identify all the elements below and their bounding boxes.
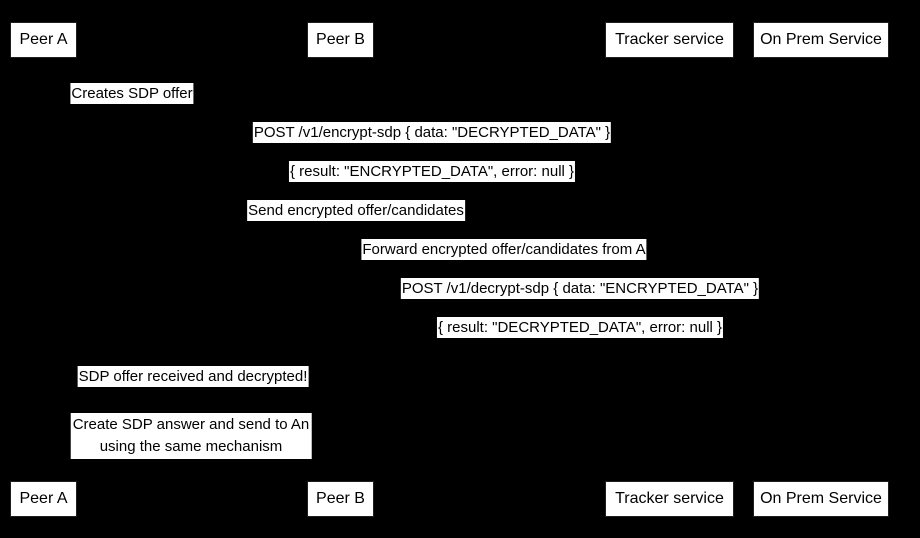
arrowhead-m6 bbox=[812, 268, 821, 278]
arrow-m4 bbox=[43, 195, 669, 196]
arrowhead-m5 bbox=[340, 229, 349, 239]
participant-box-on-prem-service-top[interactable]: On Prem Service bbox=[753, 22, 889, 58]
message-label-create-sdp-answer: Create SDP answer and send to An using t… bbox=[70, 413, 312, 459]
participant-box-peer-a-top[interactable]: Peer A bbox=[10, 22, 77, 58]
arrowhead-m7 bbox=[340, 307, 349, 317]
participant-label-peer-a-bottom: Peer A bbox=[19, 490, 68, 507]
arrowhead-m8 bbox=[43, 356, 52, 366]
participant-box-peer-a-bottom[interactable]: Peer A bbox=[10, 481, 77, 517]
participant-label-peer-b-top: Peer B bbox=[316, 31, 365, 48]
message-label-post-encrypt-sdp: POST /v1/encrypt-sdp { data: "DECRYPTED_… bbox=[252, 122, 612, 143]
arrow-m3 bbox=[43, 156, 821, 157]
message-label-sdp-offer-received: SDP offer received and decrypted! bbox=[77, 366, 309, 387]
arrow-m5 bbox=[340, 234, 669, 235]
message-label-decrypted-data-result: { result: "DECRYPTED_DATA", error: null … bbox=[436, 317, 724, 338]
arrowhead-m9 bbox=[331, 450, 340, 460]
participant-box-on-prem-service-bottom[interactable]: On Prem Service bbox=[753, 481, 889, 517]
arrowhead-m3 bbox=[43, 151, 52, 161]
participant-box-tracker-service-bottom[interactable]: Tracker service bbox=[605, 481, 734, 517]
message-label-post-decrypt-sdp: POST /v1/decrypt-sdp { data: "ENCRYPTED_… bbox=[400, 278, 760, 299]
lifeline-on-prem-service bbox=[821, 58, 822, 481]
message-label-send-encrypted-offer: Send encrypted offer/candidates bbox=[247, 200, 465, 221]
arrowhead-m4 bbox=[660, 190, 669, 200]
arrowhead-m1 bbox=[43, 73, 52, 83]
participant-label-peer-a-top: Peer A bbox=[19, 31, 68, 48]
arrowhead-m2 bbox=[812, 112, 821, 122]
arrow-m8 bbox=[43, 361, 340, 362]
arrow-m7 bbox=[340, 312, 821, 313]
participant-label-on-prem-service-top: On Prem Service bbox=[760, 31, 882, 48]
participant-box-peer-b-top[interactable]: Peer B bbox=[307, 22, 374, 58]
participant-label-tracker-service-top: Tracker service bbox=[615, 31, 724, 48]
participant-label-tracker-service-bottom: Tracker service bbox=[615, 490, 724, 507]
arrow-m6 bbox=[340, 273, 821, 274]
participant-box-tracker-service-top[interactable]: Tracker service bbox=[605, 22, 734, 58]
message-label-creates-sdp-offer: Creates SDP offer bbox=[70, 83, 194, 104]
lifeline-tracker-service bbox=[669, 58, 670, 481]
message-label-forward-encrypted-offer: Forward encrypted offer/candidates from … bbox=[361, 239, 647, 260]
participant-label-on-prem-service-bottom: On Prem Service bbox=[760, 490, 882, 507]
lifeline-peer-a bbox=[43, 58, 44, 481]
arrow-m2 bbox=[43, 117, 821, 118]
arrow-m1 bbox=[43, 78, 132, 79]
lifeline-peer-b bbox=[340, 58, 341, 481]
participant-box-peer-b-bottom[interactable]: Peer B bbox=[307, 481, 374, 517]
participant-label-peer-b-bottom: Peer B bbox=[316, 490, 365, 507]
message-label-encrypted-data-result: { result: "ENCRYPTED_DATA", error: null … bbox=[288, 161, 576, 182]
